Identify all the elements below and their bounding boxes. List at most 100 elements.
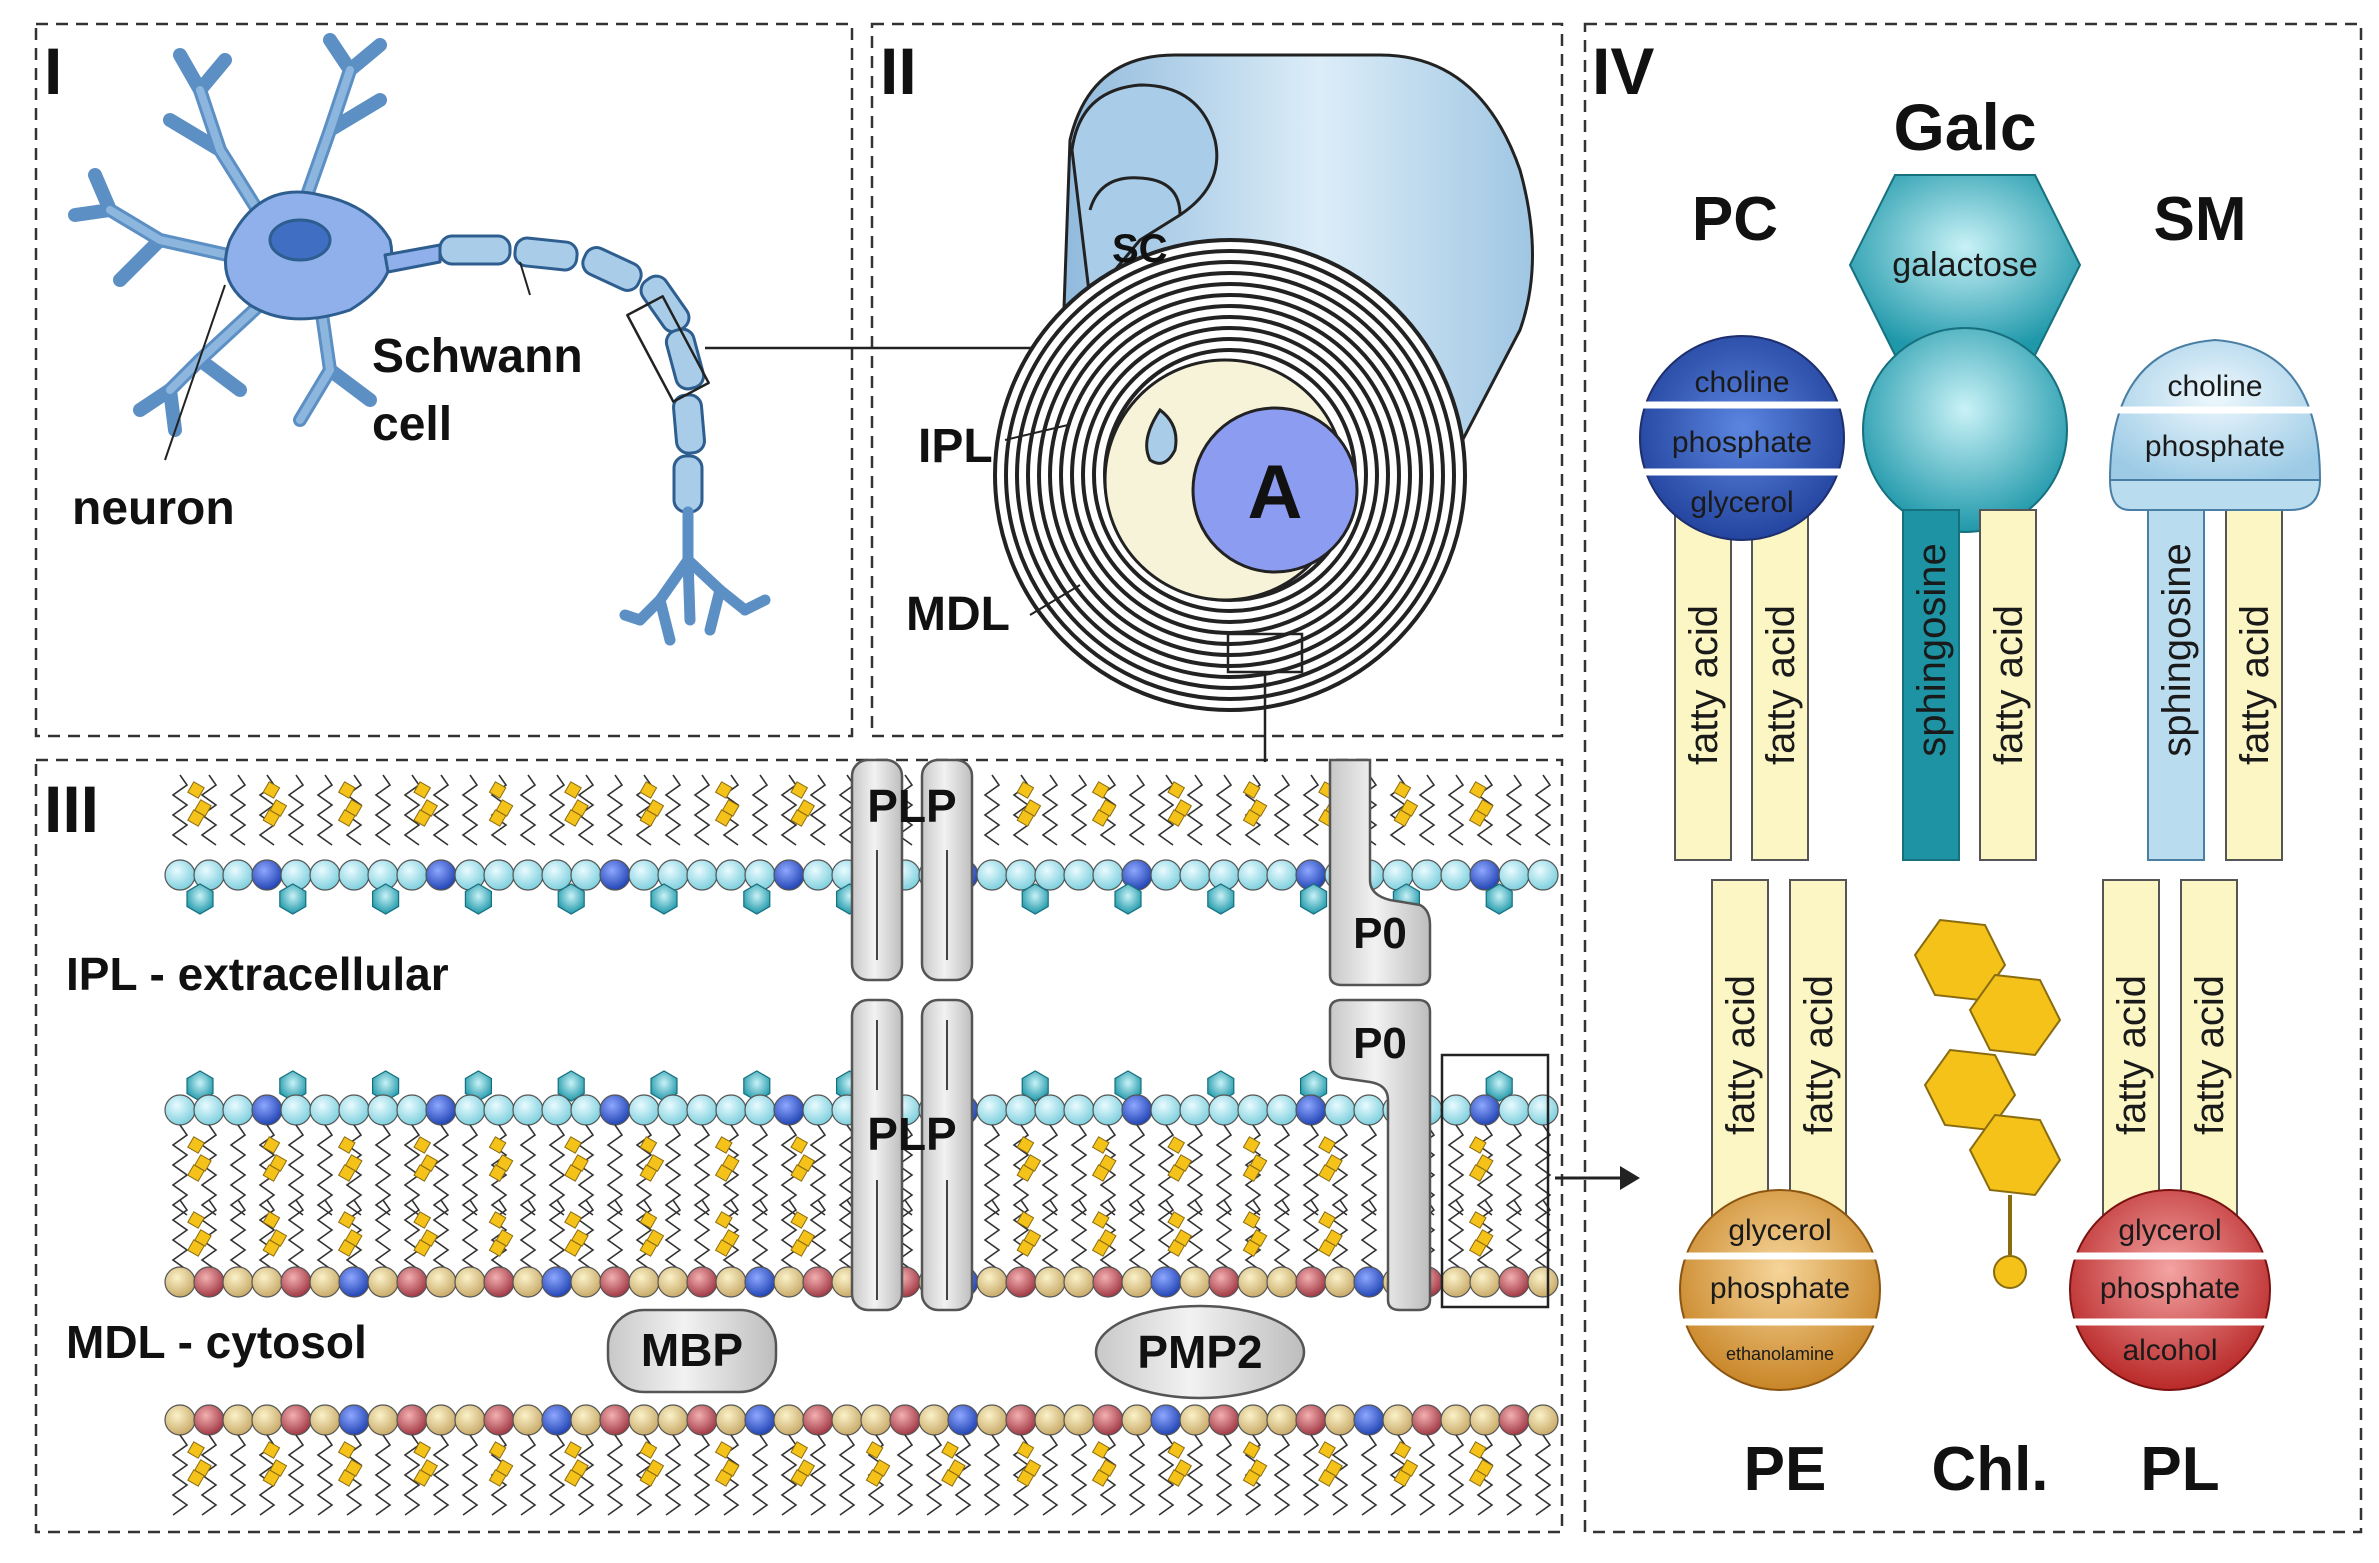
lipid-tail [519,774,537,846]
lipid-tail [229,1124,247,1216]
lipid-tail [1186,1124,1204,1216]
lipid-headgroup [483,1404,515,1436]
cholesterol-mark [488,1164,507,1182]
cholesterol-mark [1016,1469,1035,1487]
myelin-ring [1037,282,1423,668]
pe-head-phosphate: phosphate [1710,1272,1850,1305]
lipid-headgroup [976,859,1008,891]
pl-tail-1 [2102,879,2160,1231]
lipid-tail [809,774,827,846]
cholesterol-mark [488,1441,507,1459]
cholesterol-molecule [1913,918,2062,1289]
lipid-headgroup [1295,1266,1327,1298]
pc-head [1639,335,1845,541]
cholesterol-mark [187,1469,205,1487]
cholesterol-mark [413,1469,432,1487]
galc-headgroup [1299,883,1328,915]
lipid-headgroup [1063,1094,1095,1126]
cholesterol-mark [1468,1441,1487,1459]
cholesterol-mark [413,1239,432,1257]
galc-sphingosine-label: sphingosine [1910,543,1954,757]
pl-head [2069,1189,2271,1391]
lipid-headgroup [396,1266,428,1298]
pe-head-ethanolamine: ethanolamine [1726,1344,1834,1364]
lipid-tail [171,774,189,846]
cholesterol-mark [639,1136,658,1154]
lipid-headgroup [454,1266,486,1298]
lipid-tail [287,774,305,846]
cholesterol-mark [1167,1136,1186,1154]
lipid-tail [751,1434,769,1516]
cholesterol-mark [187,1441,205,1459]
plp-label-mid: PLP [867,1108,956,1160]
lipid-headgroup [744,1404,776,1436]
cholesterol-mark [262,1441,281,1459]
lipid-tail [171,1124,189,1216]
galc-fatty-acid-tail [1979,509,2037,861]
pc-head-glycerol: glycerol [1690,486,1793,519]
lipid-tail [316,1434,334,1516]
myelin-sheath [993,53,1534,762]
lipid-tail [1302,1434,1320,1516]
lipid-tail [664,1124,682,1216]
cholesterol-mark [1393,809,1412,827]
lipid-headgroup [425,1266,457,1298]
cholesterol-mark [1242,809,1261,827]
galc-headgroup [743,883,771,915]
lipid-headgroup [715,1266,747,1298]
lipid-headgroup [1527,859,1559,891]
lipid-tail [1070,1124,1088,1216]
galc-headgroup [650,883,678,915]
cholesterol-mark [1016,1164,1035,1182]
cholesterol-mark [337,1441,356,1459]
lipid-headgroup [715,1404,747,1436]
p0-label-top: P0 [1353,909,1407,958]
sm-lipid [2108,338,2322,861]
lipid-headgroup [309,1404,341,1436]
lipid-headgroup [193,1094,225,1126]
galc-headgroup [464,883,492,915]
lipid-headgroup [715,1094,747,1126]
cholesterol-mark [1468,1469,1487,1487]
lipid-tail [229,774,247,846]
pl-head-glycerol: glycerol [2118,1214,2221,1247]
lipid-headgroup [1005,1094,1037,1126]
pl-title: PL [2140,1435,2219,1504]
lipid-headgroup [773,1266,805,1298]
lipid-headgroup [483,1266,515,1298]
lipid-headgroup [831,1404,863,1436]
cholesterol-mark [337,1136,356,1154]
cholesterol-mark [1242,1164,1261,1182]
lipid-headgroup [222,1266,254,1298]
cholesterol-mark [1242,1136,1261,1154]
pe-fatty-acid-2: fatty acid [1797,975,1841,1135]
neuron-illustration [68,33,771,646]
galc-headgroup [1021,1070,1049,1102]
cholesterol-mark [564,1239,582,1257]
cholesterol-mark [790,781,809,799]
lipid-tail [1534,1434,1552,1516]
lipid-headgroup [1237,859,1269,891]
cholesterol-mark [262,1469,281,1487]
schwann-cell-flap [1070,83,1219,304]
cholesterol-mark [1167,1469,1186,1487]
cholesterol-mark [337,781,356,799]
cholesterol-mark [1393,1441,1412,1459]
lipid-headgroup [1469,1404,1501,1436]
lipid-tail [374,774,392,846]
galc-headgroup [186,883,214,915]
lipid-headgroup [1034,1266,1066,1298]
cholesterol-mark [790,1239,809,1257]
lipid-headgroup [164,1404,196,1436]
lipid-headgroup [367,1404,399,1436]
lipid-headgroup [1527,1404,1559,1436]
lipid-tail [1505,1434,1523,1516]
cholesterol-mark [187,1164,205,1182]
myelin-ring [1092,337,1368,613]
cholesterol-mark [187,1211,205,1229]
lipid-tail [1418,774,1436,846]
lipid-headgroup [454,1094,486,1126]
lipid-headgroup [1237,1094,1269,1126]
lipid-headgroup [1179,1266,1211,1298]
cholesterol-mark [187,781,205,799]
